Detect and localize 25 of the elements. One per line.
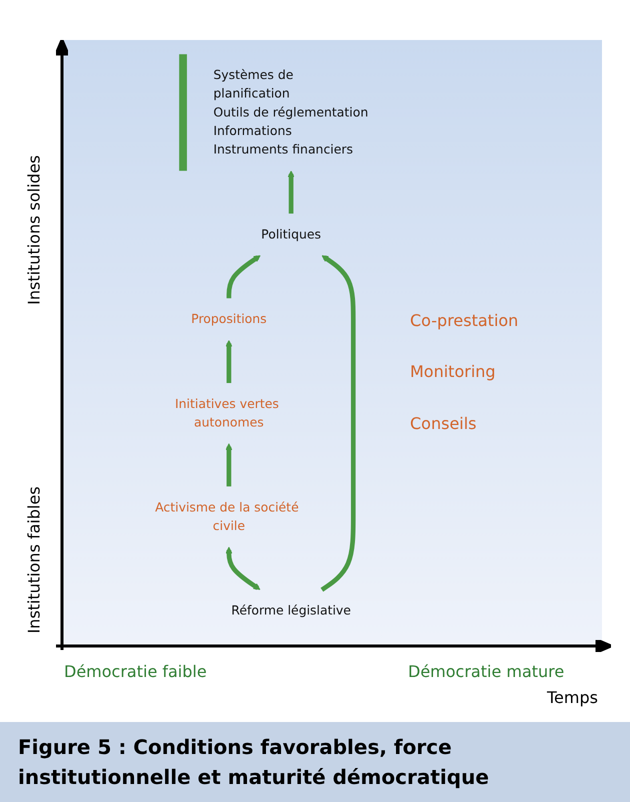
axis-label: Démocratie faible bbox=[64, 662, 207, 681]
item-label: Co-prestation bbox=[410, 311, 518, 330]
axis-label: Démocratie mature bbox=[408, 662, 564, 681]
node-text: Initiatives vertes autonomes bbox=[174, 396, 279, 430]
arrow bbox=[225, 546, 260, 590]
axis-label: Institutions solides bbox=[24, 155, 44, 305]
item-label: Monitoring bbox=[410, 362, 496, 381]
arrow bbox=[226, 255, 261, 298]
arrow bbox=[288, 170, 295, 214]
node-text: Politiques bbox=[261, 226, 322, 242]
node-text: Activisme de la société civile bbox=[155, 500, 299, 534]
figure-caption: Figure 5 : Conditions favorables, force institutionnelle et maturité démocratique bbox=[0, 722, 630, 802]
node-label: Outils de réglementation bbox=[213, 104, 368, 120]
axis-label: Temps bbox=[547, 688, 598, 707]
arrow bbox=[225, 443, 232, 486]
node-label: Instruments financiers bbox=[213, 142, 353, 157]
node-label: Systèmes de planification bbox=[213, 67, 294, 101]
node-bar bbox=[179, 54, 187, 171]
node-label: Informations bbox=[213, 123, 292, 138]
node-text: Propositions bbox=[191, 312, 267, 326]
axis-label: Institutions faibles bbox=[24, 486, 44, 634]
node-text: Réforme législative bbox=[231, 603, 351, 618]
arrow bbox=[320, 255, 356, 592]
arrow bbox=[225, 340, 232, 384]
item-label: Conseils bbox=[410, 414, 477, 433]
